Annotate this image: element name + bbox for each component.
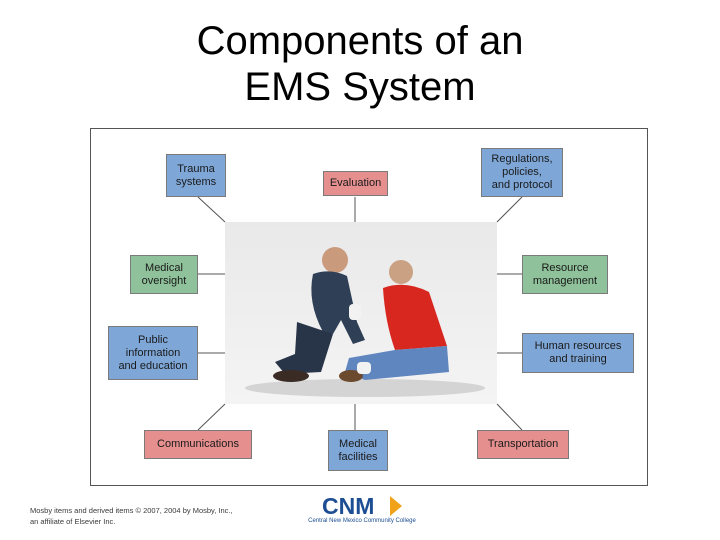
connector-transportation [496, 403, 523, 431]
slide-title-line-1: Components of an [196, 19, 524, 63]
patient-shoe [339, 370, 363, 382]
ems-responders-illustration [245, 247, 485, 397]
responder-boot [273, 370, 309, 382]
box-resource-management: Resource management [522, 255, 608, 294]
cnm-chevron-icon [390, 496, 402, 516]
slide-title: Components of an EMS System [0, 18, 720, 110]
patient-shirt [383, 284, 447, 350]
box-public-information: Public information and education [108, 326, 198, 380]
box-evaluation: Evaluation [323, 171, 388, 196]
center-photo [225, 222, 497, 404]
box-medical-facilities: Medical facilities [328, 430, 388, 471]
responder-glove [349, 304, 361, 320]
box-medical-oversight: Medical oversight [130, 255, 198, 294]
connector-communications [197, 403, 226, 431]
responder-glove-2 [357, 362, 371, 374]
slide-title-line-2: EMS System [244, 65, 476, 109]
box-communications: Communications [144, 430, 252, 459]
connector-regulations [496, 196, 523, 223]
copyright-footer: Mosby items and derived items © 2007, 20… [30, 506, 233, 526]
box-transportation: Transportation [477, 430, 569, 459]
box-trauma-systems: Trauma systems [166, 154, 226, 197]
box-human-resources: Human resources and training [522, 333, 634, 373]
responder-legs [275, 322, 333, 374]
cnm-logo: CNM Central New Mexico Community College [296, 493, 428, 527]
responder-head [322, 247, 348, 273]
cnm-logo-mark: CNM [322, 493, 375, 519]
box-regulations: Regulations, policies, and protocol [481, 148, 563, 197]
patient-head [389, 260, 413, 284]
connector-trauma [197, 196, 226, 223]
patient-legs [345, 346, 449, 380]
responder-body [311, 271, 365, 344]
cnm-logo-subtitle: Central New Mexico Community College [308, 518, 416, 524]
